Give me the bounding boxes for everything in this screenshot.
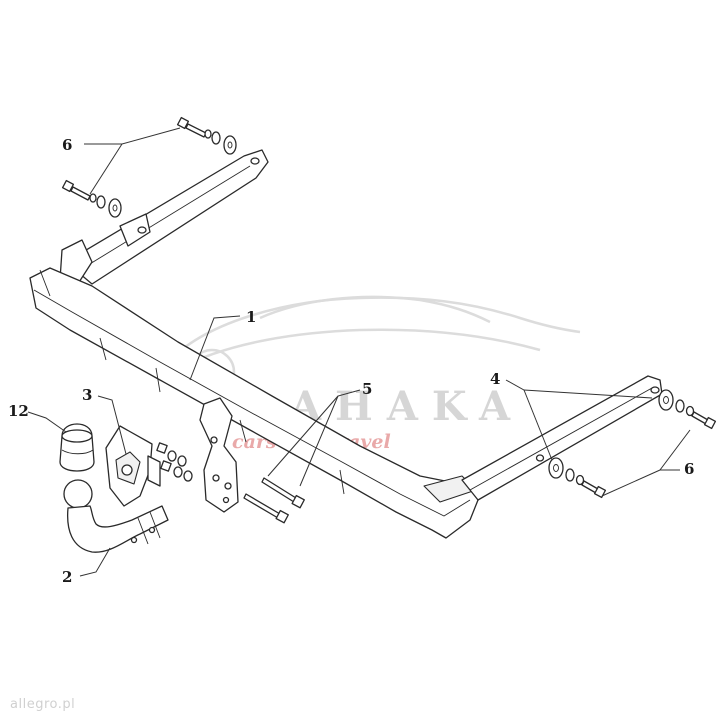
fastener-set-top-left	[61, 116, 237, 218]
center-bolts	[243, 477, 305, 524]
tow-ball-neck	[63, 479, 169, 553]
callouts: 6 1 4 5 3 12 2 6	[8, 136, 694, 586]
mounting-plate	[105, 425, 193, 507]
callout-1: 1	[246, 308, 256, 326]
callout-5: 5	[362, 380, 372, 398]
callout-3: 3	[82, 386, 92, 404]
main-crossbeam	[29, 149, 663, 539]
leader-lines	[27, 127, 691, 577]
callout-6-right: 6	[684, 460, 694, 478]
corner-watermark: allegro.pl	[10, 697, 76, 712]
callout-12: 12	[8, 402, 29, 420]
watermark-brand: AHAKA	[289, 383, 524, 430]
callout-2: 2	[62, 568, 72, 586]
ball-cap	[59, 423, 95, 472]
callout-4: 4	[490, 370, 500, 388]
callout-6-top: 6	[62, 136, 72, 154]
fastener-set-right	[548, 389, 717, 499]
